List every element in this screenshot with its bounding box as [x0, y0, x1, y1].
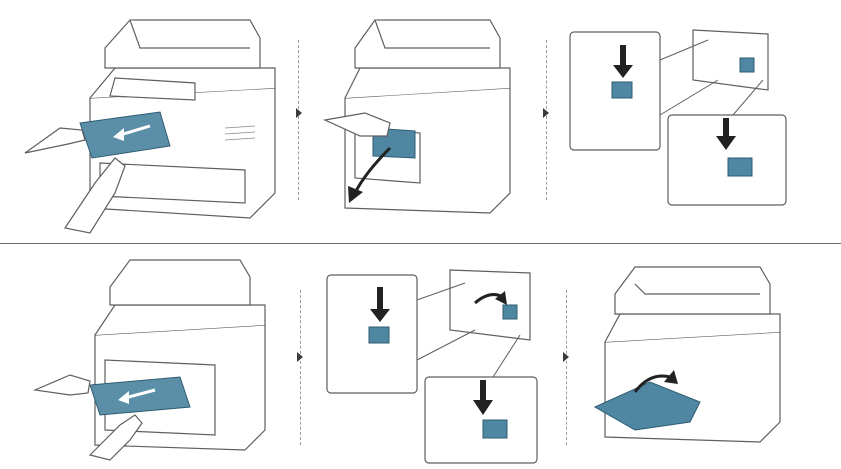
- hand-icon: [24, 127, 126, 234]
- step-separator: [566, 290, 567, 445]
- step-5-illustration: [325, 265, 550, 465]
- jammed-paper: [89, 376, 191, 416]
- fuser-lever: [727, 157, 753, 177]
- step-2-illustration: [315, 8, 540, 233]
- step-4-illustration: [30, 255, 285, 461]
- step-separator: [300, 290, 301, 445]
- fuser-lever: [368, 326, 390, 344]
- hand-icon: [32, 374, 143, 461]
- fuser-lever: [739, 57, 755, 73]
- step-separator: [298, 40, 299, 200]
- next-step-arrow-icon: [297, 352, 303, 362]
- step-separator: [546, 40, 547, 200]
- pull-direction-arrow: [119, 124, 151, 137]
- row-divider: [0, 243, 841, 244]
- fuser-lever: [502, 304, 518, 320]
- close-direction-arrow-icon: [633, 374, 671, 393]
- next-step-arrow-icon: [296, 108, 302, 118]
- step-1-illustration: [20, 8, 295, 234]
- fuser-lever: [611, 81, 633, 99]
- hand-icon: [322, 112, 391, 137]
- press-down-arrow-icon: [613, 45, 736, 150]
- next-step-arrow-icon: [563, 352, 569, 362]
- step-3-illustration: [568, 20, 798, 210]
- pull-direction-arrow: [124, 388, 156, 400]
- push-arrow-icon: [370, 287, 493, 415]
- next-step-arrow-icon: [543, 108, 549, 118]
- fuser-lever: [482, 419, 508, 439]
- step-6-illustration: [590, 262, 805, 457]
